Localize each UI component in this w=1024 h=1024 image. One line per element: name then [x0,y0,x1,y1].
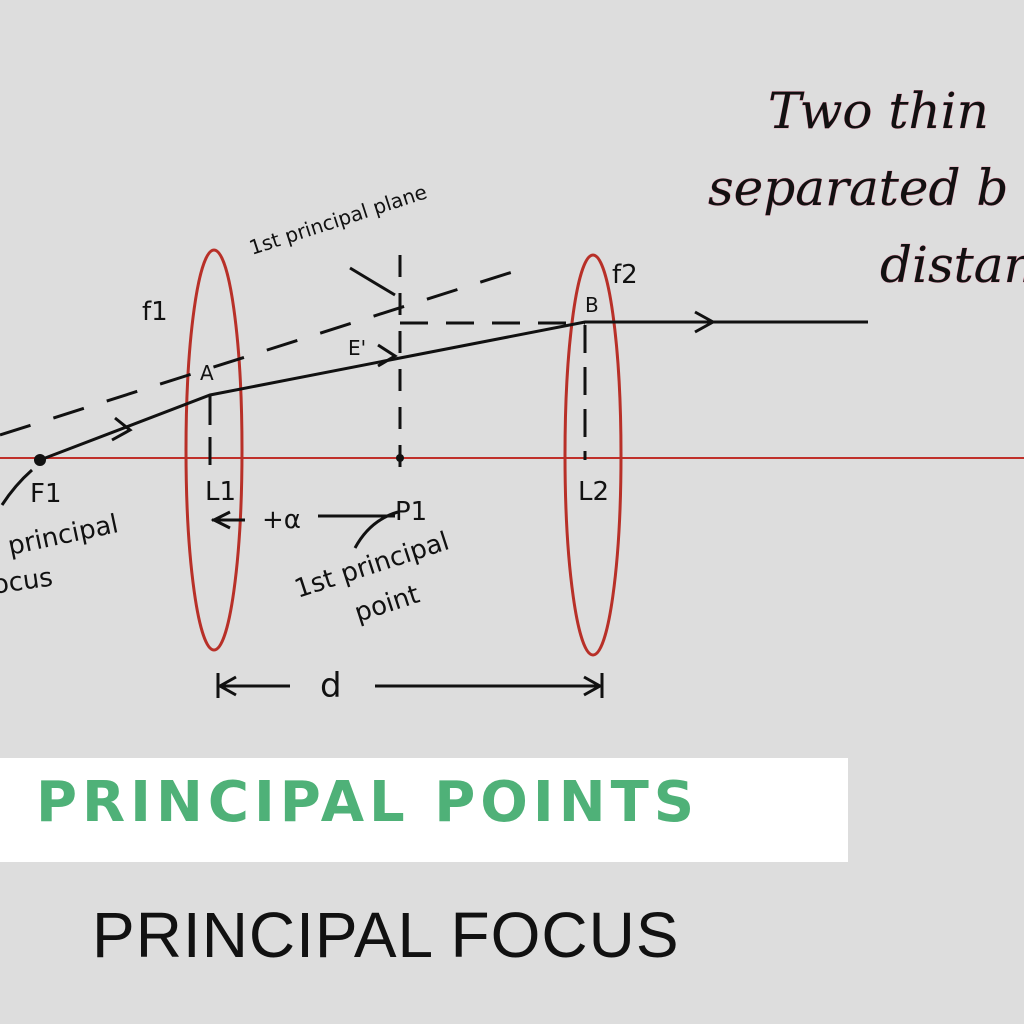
label-alpha: +α [262,505,301,535]
title-banner [0,758,848,862]
title-principal-points: PRINCIPAL POINTS [36,770,700,835]
label-l1: L1 [205,477,236,507]
label-p1: P1 [395,497,427,527]
principal-point [396,454,404,462]
heading-line-1: Two thin [768,82,989,140]
arrow-icon [111,416,133,442]
plane-pointer [349,266,396,297]
label-f2: f2 [612,260,638,290]
arrow-icon [583,675,604,697]
label-d: d [320,666,342,706]
lens-2 [563,253,623,657]
label-l2: L2 [578,477,609,507]
label-principal-focus: principal [5,509,121,562]
title-principal-focus: PRINCIPAL FOCUS [92,899,680,971]
label-principal-plane: 1st principal plane [246,180,430,260]
arrow-icon [377,343,398,368]
label-a: A [200,361,214,385]
arrow-icon [210,510,231,530]
focal-point [34,454,46,466]
label-focus: focus [0,563,55,602]
refracted-ray [39,320,868,462]
arrow-icon [694,310,717,334]
dashed-extension-ray [0,266,526,437]
label-f1-point: F1 [30,479,62,509]
heading-line-2: separated b [708,159,1008,217]
label-e: E' [348,336,366,360]
label-point: point [351,580,423,629]
heading-line-3: distan [880,236,1024,294]
point-pointer [353,510,399,549]
lens-1 [184,248,244,652]
label-b: B [585,293,599,317]
focus-pointer [0,468,33,506]
label-f1: f1 [142,297,168,327]
arrow-icon [216,675,237,697]
